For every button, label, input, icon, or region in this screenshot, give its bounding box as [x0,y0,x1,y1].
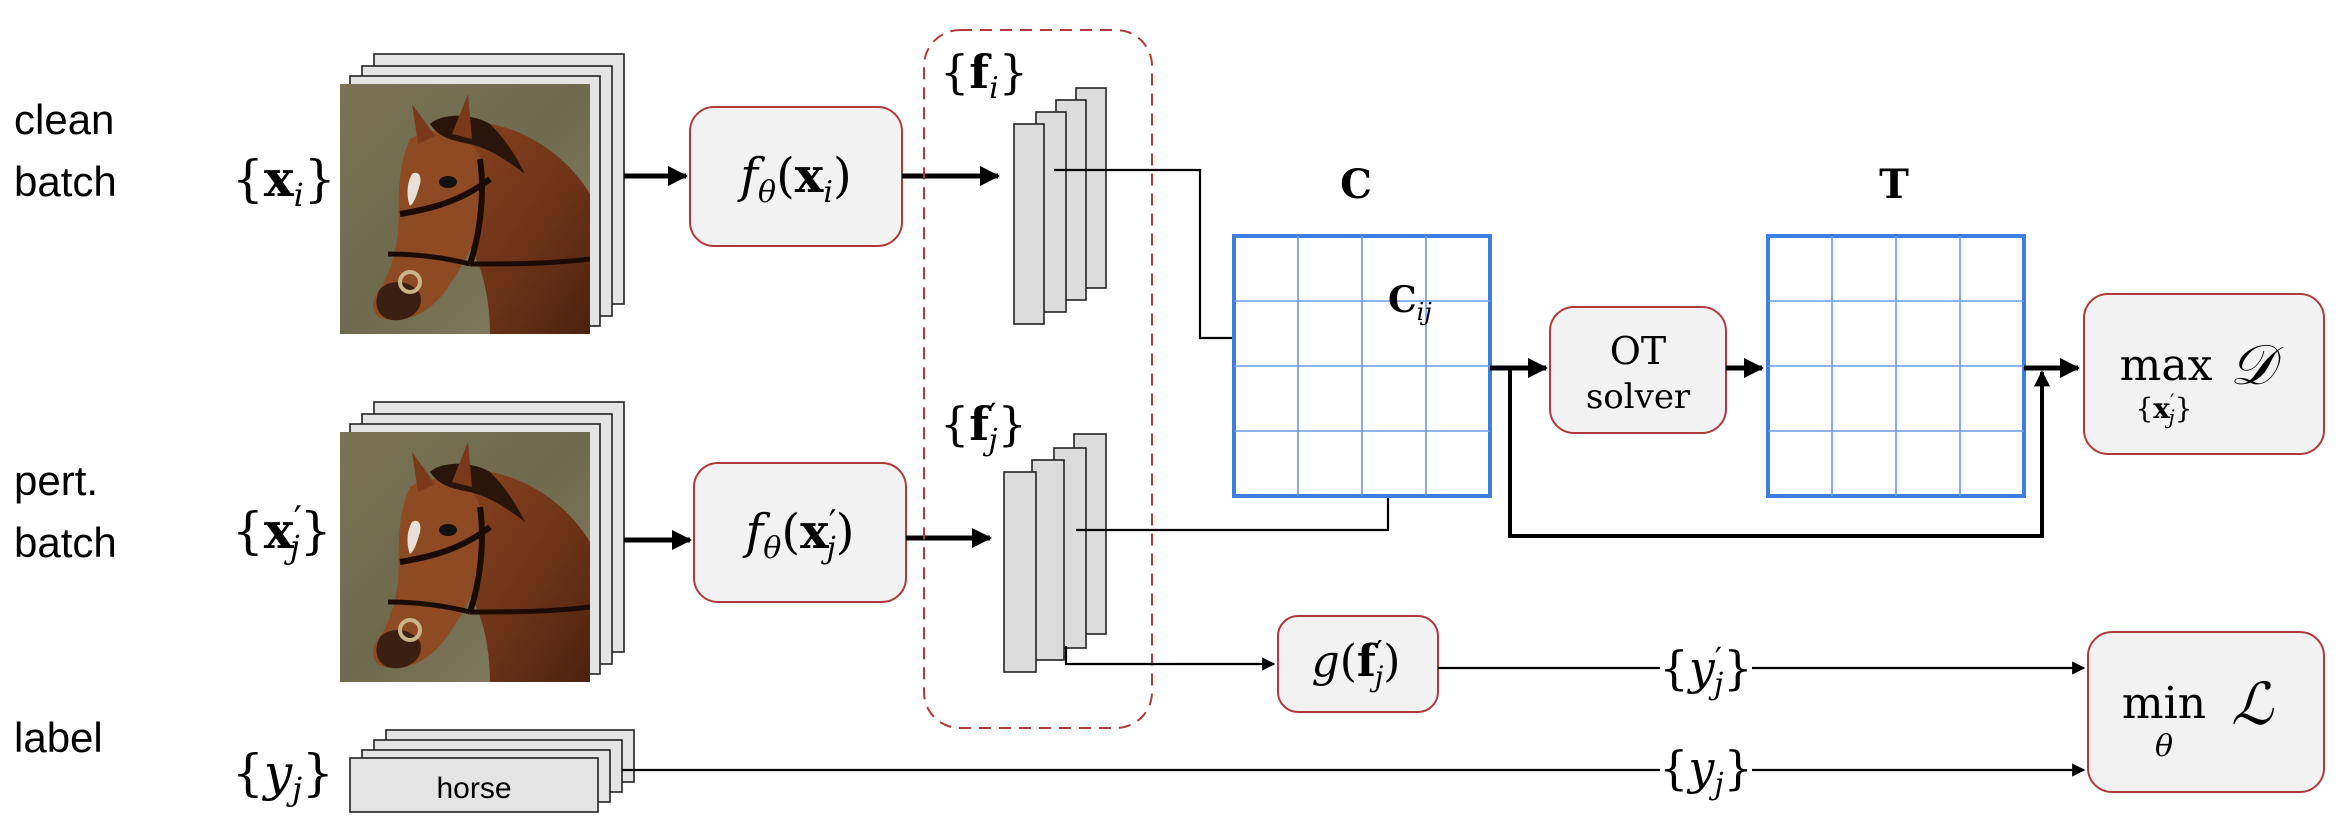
cost-matrix-title: C [1340,161,1372,208]
cost-cell-label: Cij [1388,279,1432,326]
objective-max-op: max [2120,340,2213,391]
row-label-clean-1: clean [14,96,114,143]
ot-solver-line2: solver [1586,377,1691,417]
pert-feature-stack [1003,433,1107,673]
pert-image-stack [340,401,625,682]
row-label-pert-2: batch [14,519,117,566]
f-theta-pert-box [693,462,907,603]
transport-matrix-title: T [1879,161,1909,208]
feature-group-dashed [923,29,1153,729]
objective-min-op: min [2122,678,2206,729]
g-box [1277,615,1439,713]
pert-horse-image [340,432,590,682]
cost-matrix-grid [1232,234,1492,498]
objective-min-box [2087,631,2325,793]
yprime-flow-label: {y′j} [1659,640,1752,702]
clean-input-set: {xi} [232,149,336,214]
y-flow-label: {yj} [1659,741,1753,802]
label-input-set: {yj} [232,744,334,808]
g-label: g(f′j) [1312,635,1401,693]
objective-min-under: θ [2155,729,2173,764]
f-theta-clean-label: fθ(xi) [737,148,852,210]
feat-pert-label: {f′j} [940,396,1027,458]
objective-max-box [2083,293,2325,455]
label-card-stack: horse [349,729,635,813]
pert-input-set: {x′j} [232,500,332,566]
row-label-pert-1: pert. [14,457,98,504]
row-label-label: label [14,714,103,761]
transport-matrix-grid [1766,234,2026,498]
feat-clean-label: {fi} [940,45,1028,106]
connector-c-bypass-to-max [1508,368,2050,538]
row-label-clean-2: batch [14,158,117,205]
clean-feature-stack [1013,87,1107,325]
ot-solver-line1: OT [1610,329,1667,373]
objective-min-symbol: ℒ [2231,670,2274,738]
connector-pert-feat-to-g [1064,646,1276,671]
f-theta-pert-label: fθ(x′j) [743,503,855,566]
objective-max-under: {x′j} [2135,389,2192,429]
label-card-text: horse [436,772,511,805]
clean-image-stack [340,53,625,334]
clean-horse-image [340,84,590,334]
